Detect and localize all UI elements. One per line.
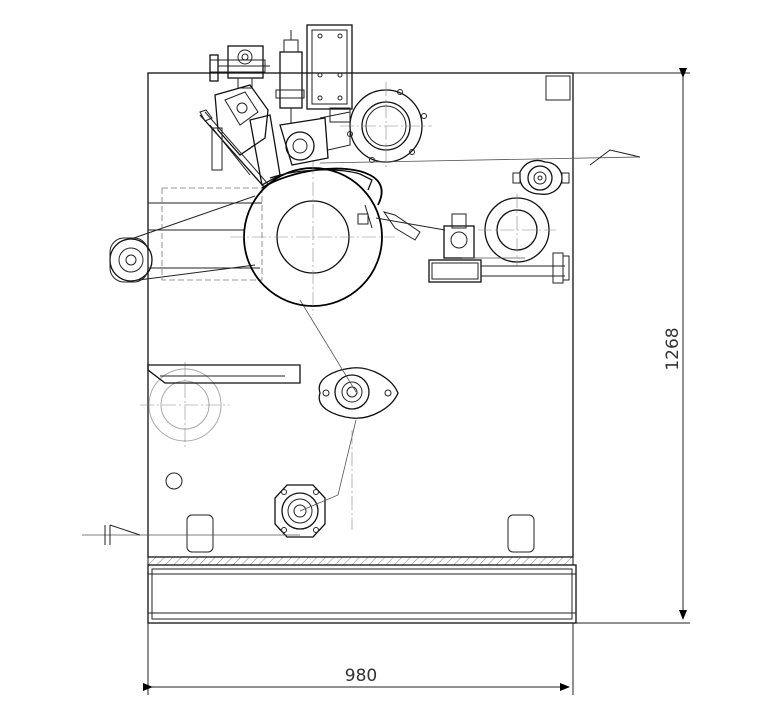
frame-hole [165, 472, 183, 490]
horizontal-rails [148, 187, 263, 281]
hidden-roller-left [140, 362, 230, 448]
right-middle-roller [478, 194, 556, 266]
unwind-oval-flange-bearing [318, 367, 399, 419]
vertical-cylinder [275, 30, 305, 124]
cutter-blade-assembly [199, 84, 281, 189]
rewind-flange-bearing [274, 484, 326, 538]
width-dimension: 980 [143, 623, 574, 695]
upper-large-roller [340, 82, 432, 170]
foot-right [507, 514, 535, 553]
web-entry-symbol [104, 524, 141, 545]
left-idler-roller [109, 195, 256, 283]
foot-left [186, 514, 214, 553]
machine-base [147, 556, 577, 624]
slide-rail-assembly [357, 211, 570, 284]
top-motor-gearbox [209, 45, 270, 89]
shelf-plate [147, 364, 301, 384]
top-vertical-plate [306, 24, 353, 110]
width-dimension-label: 980 [345, 666, 377, 686]
height-dimension-label: 1268 [663, 327, 683, 370]
web-path [82, 299, 357, 536]
height-dimension: 1268 [573, 68, 690, 624]
main-drum [230, 160, 395, 315]
right-upper-bearing [319, 149, 641, 195]
nip-roller-arm [279, 107, 351, 166]
